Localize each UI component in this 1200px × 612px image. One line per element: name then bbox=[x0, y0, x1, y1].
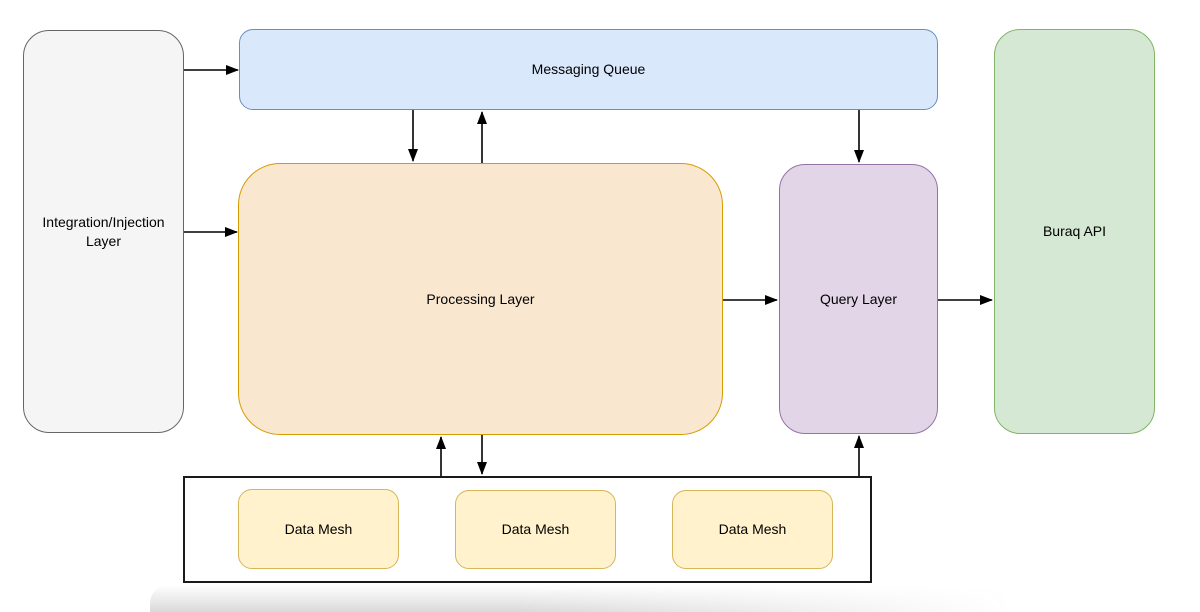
node-label: Buraq API bbox=[1042, 223, 1107, 239]
node-integration-injection-layer: Integration/Injection Layer bbox=[23, 30, 184, 433]
node-messaging-queue: Messaging Queue bbox=[239, 29, 938, 110]
node-label: Integration/Injection Layer bbox=[42, 213, 165, 249]
node-buraq-api: Buraq API bbox=[994, 29, 1155, 434]
bottom-shadow bbox=[150, 585, 1200, 612]
node-label: Query Layer bbox=[819, 290, 898, 307]
node-data-mesh-1: Data Mesh bbox=[238, 489, 399, 569]
node-data-mesh-3: Data Mesh bbox=[672, 490, 833, 569]
node-label: Data Mesh bbox=[501, 521, 570, 537]
node-label: Processing Layer bbox=[426, 290, 535, 307]
node-label: Data Mesh bbox=[718, 521, 787, 537]
node-query-layer: Query Layer bbox=[779, 164, 938, 434]
node-processing-layer: Processing Layer bbox=[238, 163, 723, 435]
node-label: Data Mesh bbox=[284, 520, 353, 537]
node-data-mesh-2: Data Mesh bbox=[455, 490, 616, 569]
node-label: Messaging Queue bbox=[531, 61, 646, 77]
